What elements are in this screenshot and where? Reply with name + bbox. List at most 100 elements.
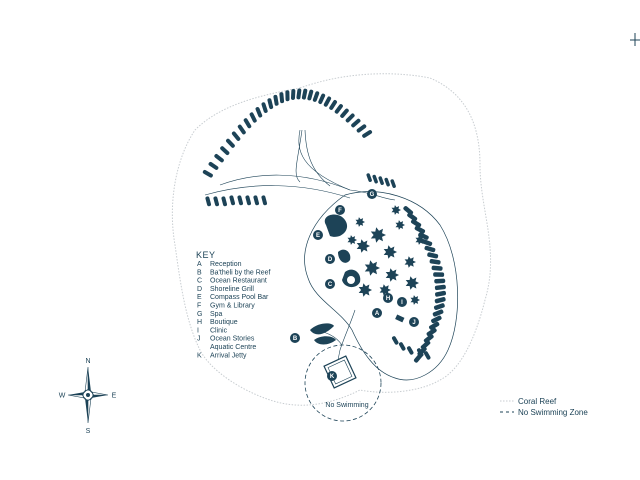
villa-icon: [372, 174, 378, 184]
villa-icon: [423, 334, 434, 343]
key-label: Boutique: [210, 319, 238, 326]
villa-icon: [285, 90, 290, 102]
villa-icon: [432, 309, 444, 317]
villa-icon: [426, 328, 437, 337]
marker-ocean-restaurant[interactable]: C: [325, 279, 335, 289]
palm-tree-icon: [364, 260, 380, 276]
villa-icon: [435, 290, 447, 297]
compass-east: E: [112, 393, 117, 400]
marker-clinic[interactable]: I: [397, 297, 407, 307]
marker-compass-pool-bar-label: E: [316, 233, 320, 239]
villa-icon: [229, 195, 236, 206]
key-label: Shoreline Grill: [210, 286, 254, 293]
marker-clinic-label: I: [401, 300, 403, 306]
marker-spa[interactable]: G: [367, 189, 377, 199]
villa-icon: [434, 284, 446, 291]
key-letter: A: [197, 261, 202, 268]
villa-icon: [351, 118, 361, 128]
marker-compass-pool-bar[interactable]: E: [313, 230, 323, 240]
villa-icon: [249, 112, 257, 123]
villa-icon: [323, 96, 332, 107]
key-label: Clinic: [210, 327, 228, 334]
villa-icon: [220, 146, 230, 155]
palm-tree-icon: [347, 235, 357, 245]
key-letter: E: [197, 294, 202, 301]
compass-pool-bar-building: [324, 214, 348, 237]
palm-tree-icon: [370, 227, 386, 243]
corner-crosshair-icon: [630, 33, 640, 46]
villa-icon: [427, 252, 439, 259]
marker-gym-library[interactable]: F: [335, 205, 345, 215]
palm-tree-icon: [405, 276, 419, 290]
palm-tree-icon: [410, 295, 420, 305]
key-label: Ba'theli by the Reef: [210, 269, 271, 276]
island-trees: [347, 205, 425, 305]
compass-south: S: [86, 428, 91, 435]
villa-icon: [231, 131, 241, 141]
island-outline: [304, 191, 458, 381]
key-letter: K: [197, 352, 202, 359]
key-label: Ocean Stories: [210, 336, 255, 343]
marker-reception[interactable]: A: [372, 308, 382, 318]
marker-shoreline-grill[interactable]: D: [325, 254, 335, 264]
villa-icon: [226, 138, 235, 148]
beach-villas-east: [392, 206, 447, 363]
villa-icon: [253, 195, 260, 206]
villa-icon: [279, 92, 285, 104]
villa-icon: [356, 124, 367, 133]
arrival-jetty-walkway: [314, 309, 356, 361]
villa-icon: [312, 91, 320, 102]
villa-icon: [390, 179, 396, 188]
villa-icon: [418, 232, 429, 240]
legend-no-swimming-label: No Swimming Zone: [518, 408, 588, 417]
villa-icon: [202, 170, 213, 178]
palm-tree-icon: [356, 239, 370, 253]
ba-theli-building: [310, 323, 336, 345]
villa-icon: [421, 239, 433, 247]
legend-coral-reef-label: Coral Reef: [518, 397, 557, 406]
marker-boutique[interactable]: H: [383, 293, 393, 303]
key-letter: I: [197, 327, 199, 334]
key-letter: C: [197, 278, 202, 285]
villa-icon: [205, 196, 212, 207]
palm-tree-icon: [355, 217, 365, 227]
key-label: Ocean Restaurant: [210, 278, 267, 285]
villa-icon: [384, 177, 390, 187]
key-label: Arrival Jetty: [210, 352, 247, 359]
villa-icon: [221, 196, 228, 207]
marker-aquatic-centre[interactable]: J: [409, 317, 419, 327]
villa-icon: [434, 278, 446, 284]
arrival-jetty-building: [323, 355, 357, 389]
key-letter: D: [197, 286, 202, 293]
marker-ocean-restaurant-label: C: [328, 282, 333, 288]
villa-icon: [366, 173, 372, 182]
main-walkway: [298, 129, 396, 201]
villa-icon: [214, 154, 224, 163]
palm-tree-icon: [395, 220, 405, 230]
villa-icon: [403, 206, 414, 215]
villa-icon: [424, 245, 436, 253]
villa-icon: [431, 265, 443, 271]
marker-ba-theli-label: B: [293, 336, 298, 342]
villa-icon: [273, 94, 279, 106]
shoreline-grill-building: [338, 249, 351, 263]
villa-icon: [410, 219, 422, 228]
villa-icon: [407, 346, 414, 355]
villa-icon: [414, 225, 426, 234]
villa-icon: [417, 348, 424, 357]
villa-icon: [424, 351, 431, 360]
villa-icon: [362, 130, 373, 138]
marker-ba-theli[interactable]: B: [290, 333, 300, 343]
key-title: KEY: [196, 250, 216, 260]
villa-icon: [301, 88, 308, 100]
no-swimming-zone: [304, 344, 382, 422]
villa-icon: [329, 100, 338, 110]
marker-arrival-jetty[interactable]: K: [327, 371, 337, 381]
marker-boutique-label: H: [386, 296, 390, 302]
key-label: Reception: [210, 261, 242, 268]
villa-icon: [433, 303, 445, 310]
villa-icon: [378, 176, 384, 185]
palm-tree-icon: [358, 283, 372, 297]
